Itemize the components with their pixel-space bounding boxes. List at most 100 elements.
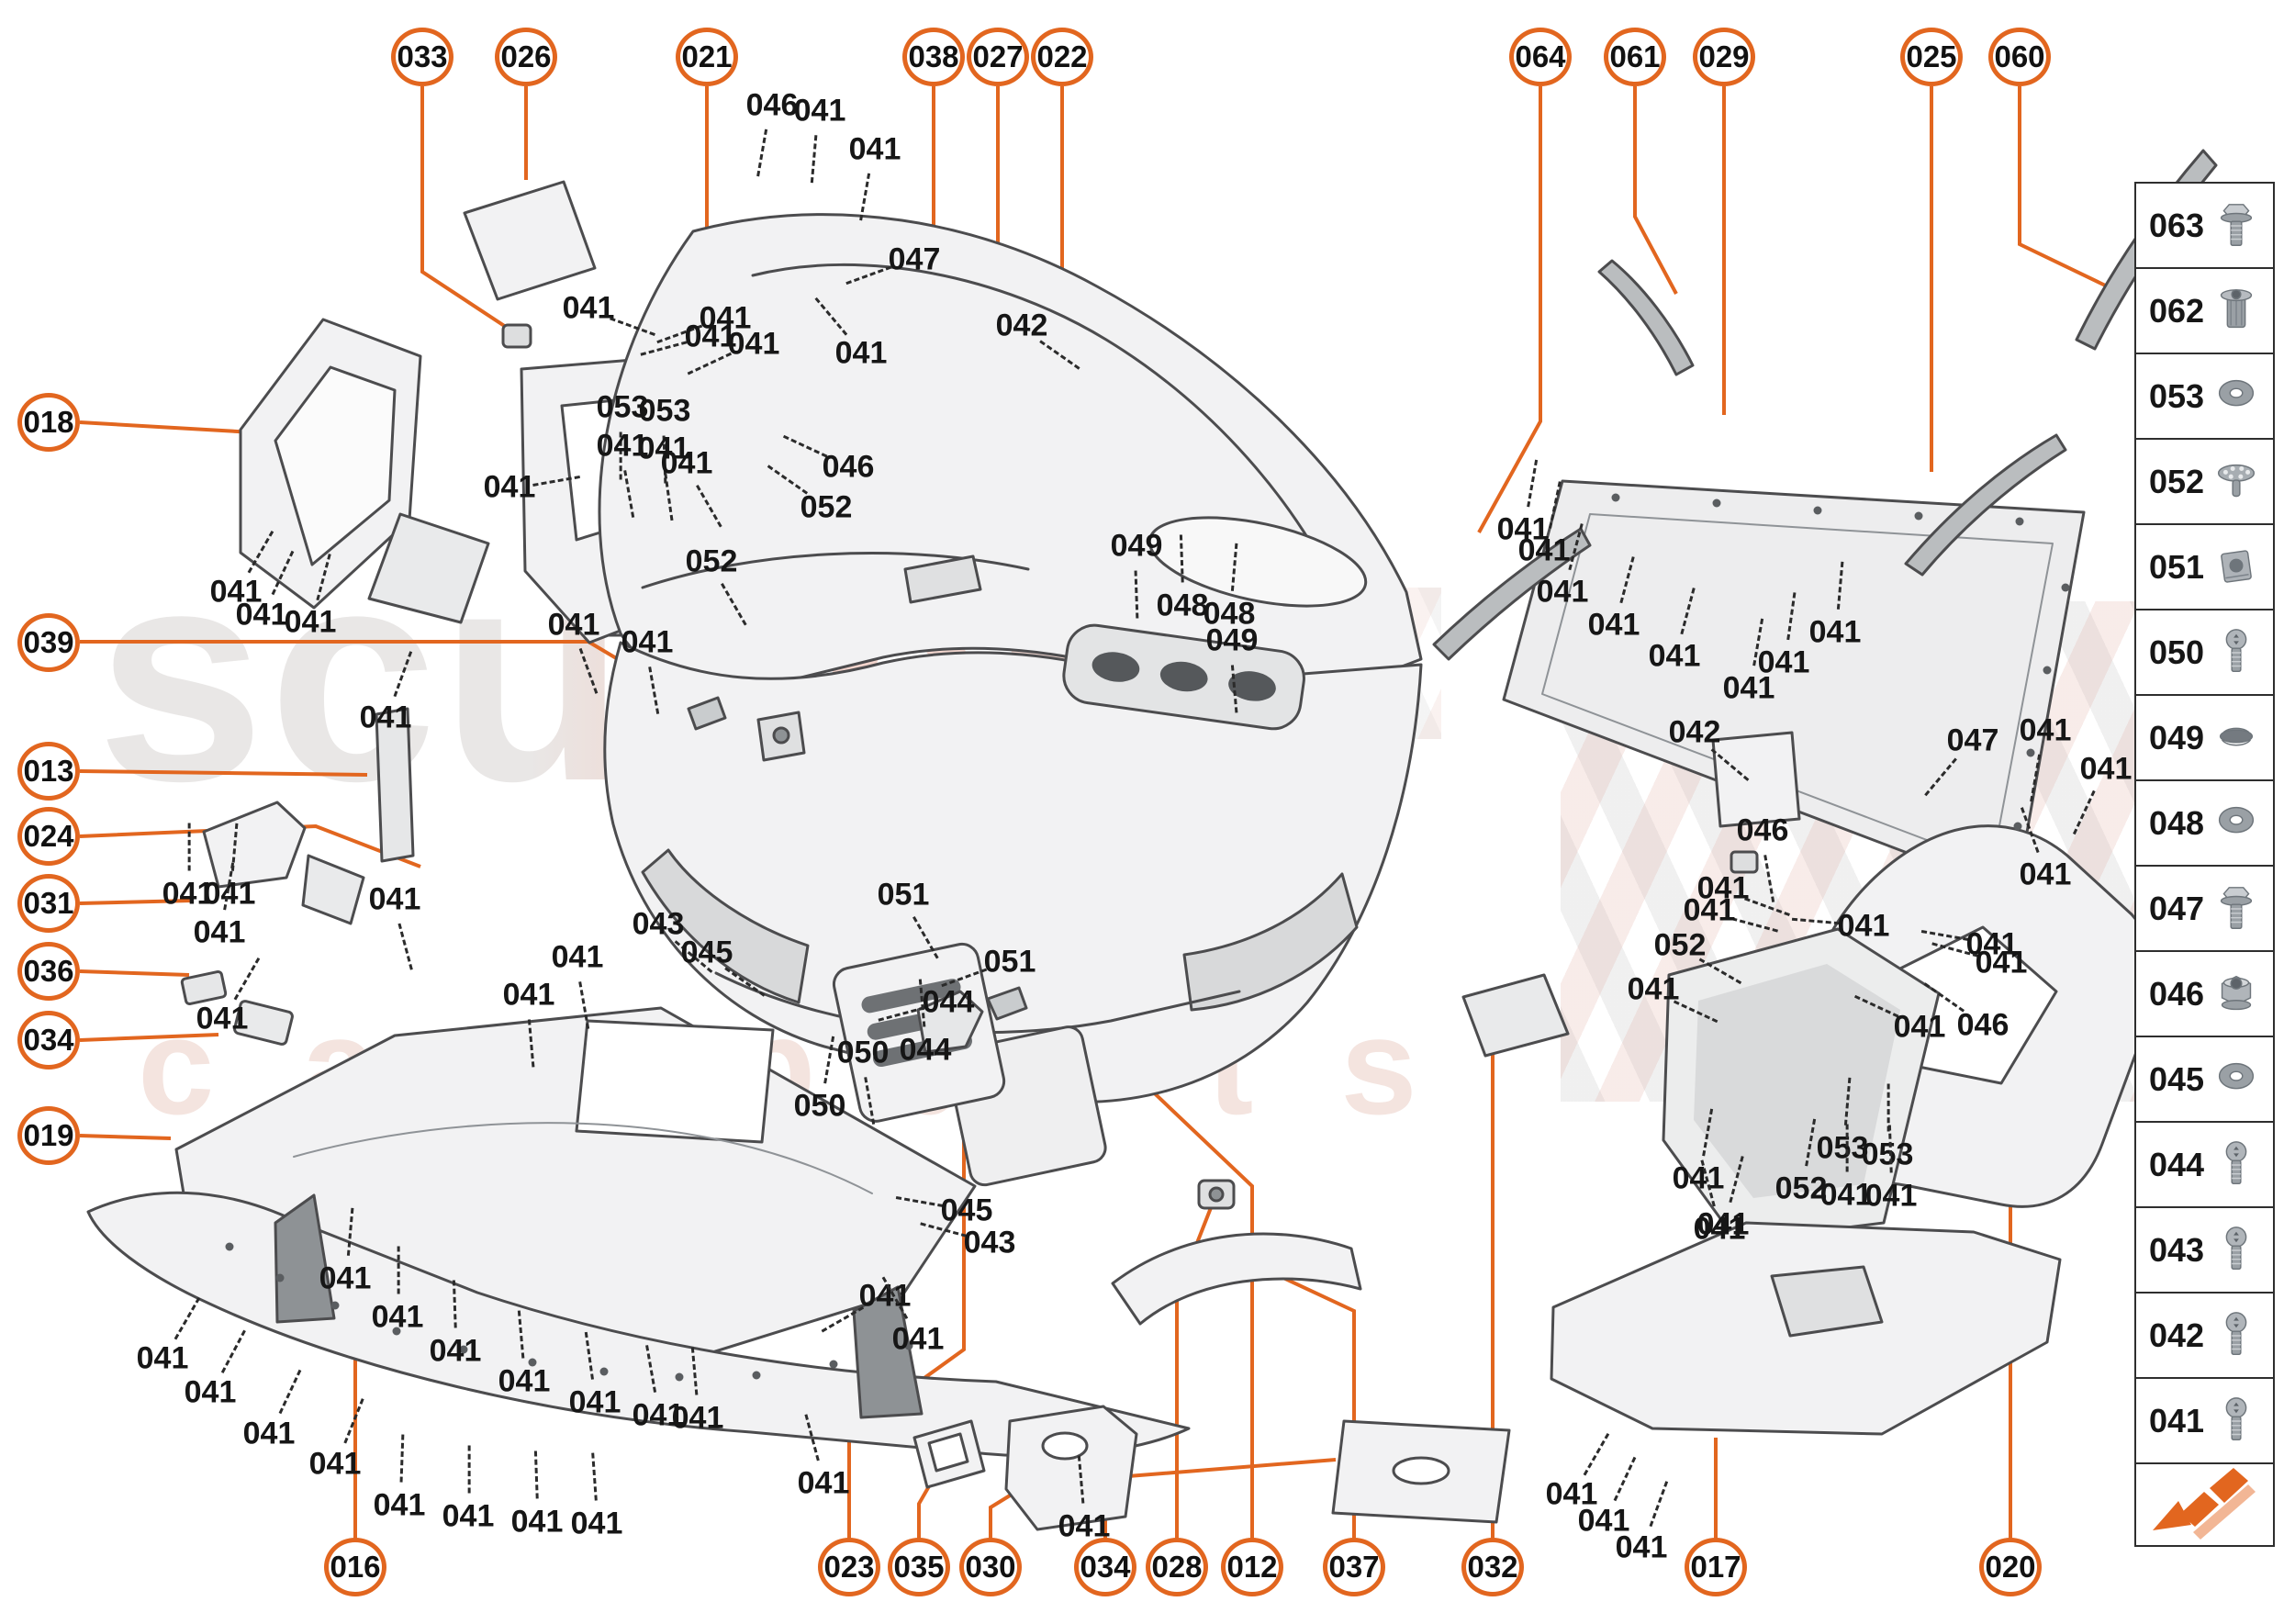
legend-row-050[interactable]: 050	[2134, 609, 2275, 696]
part-label-041: 041	[369, 882, 420, 970]
screw-icon	[2225, 1311, 2247, 1355]
part-label-041: 041	[319, 1207, 371, 1297]
callout-035[interactable]: 035	[888, 1538, 950, 1596]
callout-025[interactable]: 025	[1900, 28, 1963, 86]
part-label-041: 041	[1792, 909, 1889, 945]
part-label-053: 053	[597, 390, 648, 479]
legend-row-063[interactable]: 063	[2134, 182, 2275, 269]
part-label-050: 050	[837, 1036, 889, 1125]
part-label-052: 052	[686, 544, 747, 626]
part-label-041: 041	[2020, 713, 2071, 801]
part-label-041: 041	[204, 823, 255, 913]
part-label-041: 041	[1684, 893, 1779, 933]
part-trim-strip	[1597, 259, 1695, 376]
part-clip	[687, 696, 727, 731]
legend-row-062[interactable]: 062	[2134, 267, 2275, 354]
legend-part-number: 043	[2149, 1230, 2205, 1269]
part-label-041: 041	[1809, 561, 1861, 651]
callout-021[interactable]: 021	[676, 28, 738, 86]
callout-039[interactable]: 039	[17, 613, 80, 672]
callout-018[interactable]: 018	[17, 393, 80, 452]
plug-icon	[2217, 464, 2256, 497]
nut-icon	[2221, 975, 2252, 1010]
callout-013[interactable]: 013	[17, 742, 80, 801]
callout-034[interactable]: 034	[17, 1011, 80, 1070]
legend-row-052[interactable]: 052	[2134, 438, 2275, 525]
callout-019[interactable]: 019	[17, 1106, 80, 1165]
callout-023[interactable]: 023	[818, 1538, 880, 1596]
part-label-041: 041	[1497, 459, 1549, 548]
leader-line-060	[2018, 86, 2120, 294]
callout-012[interactable]: 012	[1221, 1538, 1283, 1596]
legend-row-049[interactable]: 049	[2134, 694, 2275, 781]
part-label-042: 042	[1669, 715, 1750, 781]
callout-060[interactable]: 060	[1988, 28, 2051, 86]
part-label-041: 041	[688, 327, 779, 375]
legend-row-048[interactable]: 048	[2134, 779, 2275, 867]
part-label-041: 041	[597, 429, 648, 518]
part-label-041: 041	[814, 297, 887, 372]
callout-022[interactable]: 022	[1031, 28, 1093, 86]
part-label-053: 053	[1817, 1077, 1868, 1167]
part-front-fascia	[603, 623, 1423, 1103]
legend-row-041[interactable]: 041	[2134, 1377, 2275, 1464]
callout-064[interactable]: 064	[1509, 28, 1572, 86]
part-clip	[1197, 1179, 1236, 1210]
callout-037[interactable]: 037	[1323, 1538, 1385, 1596]
screw-icon	[2225, 1396, 2247, 1440]
part-label-041: 041	[430, 1279, 481, 1370]
leader-line-034	[79, 1033, 219, 1042]
label-dash-leader	[1845, 1124, 1849, 1171]
leader-line-013	[79, 769, 368, 777]
part-label-052: 052	[767, 464, 852, 526]
legend-row-053[interactable]: 053	[2134, 353, 2275, 440]
leader-line-031	[79, 899, 192, 905]
legend-part-number: 046	[2149, 974, 2205, 1013]
part-label-053: 053	[1862, 1083, 1913, 1173]
part-label-041: 041	[633, 1344, 684, 1434]
legend-row-045[interactable]: 045	[2134, 1036, 2275, 1123]
legend-row-044[interactable]: 044	[2134, 1121, 2275, 1208]
callout-027[interactable]: 027	[967, 28, 1029, 86]
part-strake-bracket	[375, 707, 415, 863]
part-trim-strip	[1904, 433, 2067, 577]
legend-row-046[interactable]: 046	[2134, 950, 2275, 1037]
legend-row-051[interactable]: 051	[2134, 523, 2275, 610]
part-label-041: 041	[1921, 927, 2018, 963]
part-label-052: 052	[1654, 928, 1742, 984]
label-dash-leader	[467, 1445, 471, 1493]
legend-row-043[interactable]: 043	[2134, 1206, 2275, 1294]
screw-icon	[2225, 628, 2247, 672]
callout-030[interactable]: 030	[959, 1538, 1022, 1596]
part-label-041: 041	[798, 1413, 849, 1502]
callout-061[interactable]: 061	[1604, 28, 1666, 86]
legend-row-042[interactable]: 042	[2134, 1292, 2275, 1379]
part-label-051: 051	[878, 878, 939, 959]
callout-033[interactable]: 033	[391, 28, 453, 86]
callout-034[interactable]: 034	[1074, 1538, 1136, 1596]
callout-028[interactable]: 028	[1146, 1538, 1208, 1596]
part-label-041: 041	[185, 1329, 247, 1411]
washer-icon	[2218, 1062, 2255, 1089]
part-label-044: 044	[900, 979, 951, 1069]
callout-031[interactable]: 031	[17, 874, 80, 933]
callout-026[interactable]: 026	[495, 28, 557, 86]
part-label-041: 041	[194, 862, 245, 951]
callout-017[interactable]: 017	[1685, 1538, 1747, 1596]
part-label-041: 041	[1931, 941, 2027, 981]
callout-016[interactable]: 016	[324, 1538, 386, 1596]
part-label-041: 041	[1697, 1155, 1749, 1243]
callout-036[interactable]: 036	[17, 942, 80, 1001]
callout-024[interactable]: 024	[17, 807, 80, 866]
callout-032[interactable]: 032	[1461, 1538, 1524, 1596]
callout-038[interactable]: 038	[902, 28, 965, 86]
callout-029[interactable]: 029	[1693, 28, 1755, 86]
part-label-041: 041	[196, 957, 261, 1037]
part-label-050: 050	[794, 1036, 845, 1125]
part-label-041: 041	[511, 1450, 563, 1540]
callout-020[interactable]: 020	[1979, 1538, 2042, 1596]
leader-line-064	[1477, 86, 1542, 533]
part-air-duct	[1111, 1232, 1362, 1326]
legend-row-047[interactable]: 047	[2134, 865, 2275, 952]
